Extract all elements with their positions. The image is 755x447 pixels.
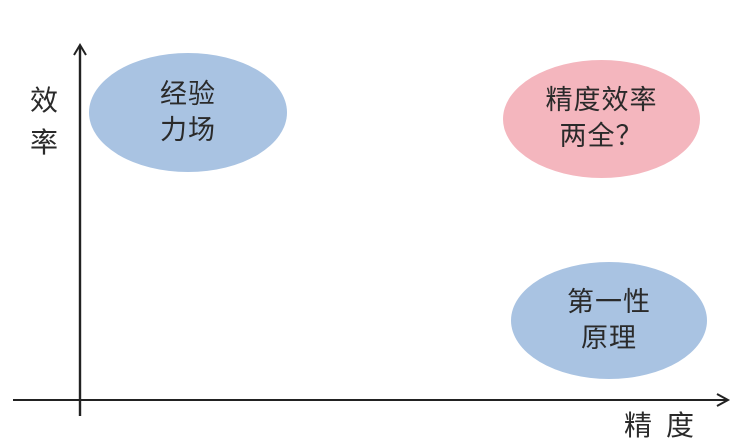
y-axis-label-char: 效 <box>29 84 58 117</box>
region-label: 原理 <box>581 322 637 354</box>
y-axis-label: 效 率 <box>27 80 61 164</box>
region-label: 两全？ <box>559 121 644 152</box>
y-axis-label-char: 率 <box>29 126 58 159</box>
region-label: 经验 <box>160 78 216 110</box>
x-axis-label: 精度 <box>624 409 709 442</box>
region-label: 精度效率 <box>545 85 658 116</box>
region-label: 第一性 <box>567 286 651 318</box>
region-label: 力场 <box>160 114 216 146</box>
x-axis-arrow-icon <box>716 393 731 407</box>
y-axis-arrow-icon <box>73 43 87 56</box>
region-first-principles: 第一性 原理 <box>511 262 707 379</box>
region-empirical-force-field: 经验 力场 <box>89 53 287 172</box>
region-both-question: 精度效率 两全？ <box>503 60 700 178</box>
